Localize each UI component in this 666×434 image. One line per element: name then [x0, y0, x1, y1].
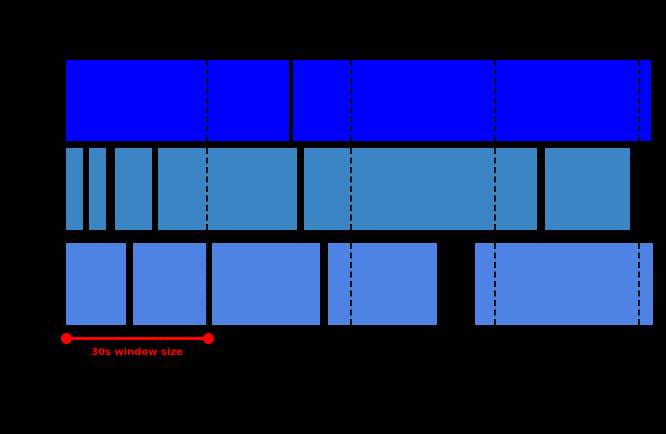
segment-bar[interactable]	[212, 243, 320, 325]
segment-bar[interactable]	[66, 243, 126, 325]
segment-bar[interactable]	[475, 243, 653, 325]
window-boundary-line	[206, 148, 208, 230]
segment-bar[interactable]	[545, 148, 630, 230]
window-boundary-line	[206, 60, 208, 141]
segment-bar[interactable]	[293, 60, 651, 141]
segment-bar[interactable]	[66, 148, 83, 230]
segment-bar[interactable]	[158, 148, 297, 230]
segment-bar[interactable]	[133, 243, 206, 325]
annotation-start-dot	[61, 333, 72, 344]
window-boundary-line	[350, 243, 352, 325]
window-boundary-line	[494, 148, 496, 230]
window-boundary-line	[494, 243, 496, 325]
annotation-label: 30s window size	[91, 347, 183, 358]
window-boundary-line	[350, 148, 352, 230]
segment-bar[interactable]	[304, 148, 537, 230]
window-boundary-line	[638, 60, 640, 141]
window-boundary-line	[350, 60, 352, 141]
annotation-line	[66, 337, 208, 340]
segment-bar[interactable]	[89, 148, 106, 230]
segment-bar[interactable]	[328, 243, 437, 325]
timeline-row-1	[0, 60, 666, 141]
segment-bar[interactable]	[115, 148, 152, 230]
annotation-end-dot	[203, 333, 214, 344]
window-boundary-line	[206, 243, 208, 325]
segment-bar[interactable]	[66, 60, 289, 141]
timeline-row-3	[0, 243, 666, 325]
timeline-row-2	[0, 148, 666, 230]
window-boundary-line	[494, 60, 496, 141]
window-boundary-line	[638, 243, 640, 325]
